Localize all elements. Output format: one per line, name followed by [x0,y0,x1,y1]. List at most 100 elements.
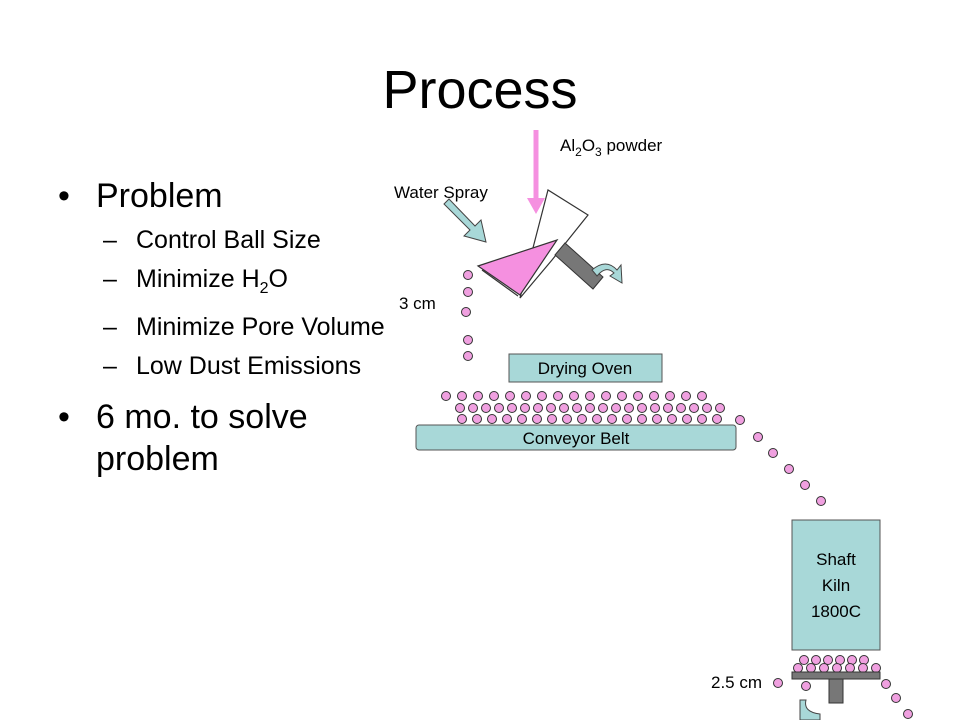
kiln-rotation-arrow-icon [799,699,821,720]
pellet-ball [784,464,794,474]
pellet-ball [823,655,833,665]
pellet-ball [753,432,763,442]
pellet-ball [507,403,517,413]
pellet-ball [649,391,659,401]
pellet-ball [903,709,913,719]
conveyor-belt-box [415,424,737,451]
sub-bullet-text: Control Ball Size [136,226,321,254]
sub-bullet-text-end: O [268,265,288,293]
pellet-ball [682,414,692,424]
pellet-ball [457,414,467,424]
pellet-ball [463,287,473,297]
pellet-ball [585,391,595,401]
pellet-ball [572,403,582,413]
bullet-timeline: • 6 mo. to solve problem [58,396,388,480]
sub-bullet-water: – Minimize H2O [58,264,388,304]
bullet-dot: • [58,398,70,436]
water-spray-label: Water Spray [394,183,488,202]
pellet-ball [650,403,660,413]
dash: – [103,313,117,341]
pellet-ball [652,414,662,424]
pellet-ball [665,391,675,401]
falling-balls [461,270,826,506]
pellet-ball [601,391,611,401]
ball-size-top-label: 3 cm [399,294,436,313]
pellet-ball [667,414,677,424]
water-spray-arrow-icon [443,198,487,243]
pellet-ball [532,414,542,424]
pellet-ball [637,414,647,424]
bullet-list: • Problem – Control Ball Size – Minimize… [58,175,388,480]
pellet-ball [546,403,556,413]
pellet-ball [681,391,691,401]
kiln-balls [793,655,881,673]
pellet-ball [799,655,809,665]
pellet-ball [611,403,621,413]
pellet-ball [489,391,499,401]
pellet-ball [624,403,634,413]
pellet-ball [547,414,557,424]
pellet-ball [663,403,673,413]
pellet-ball [819,663,829,673]
sub-bullet-text: Minimize Pore Volume [136,313,385,341]
pellet-ball [505,391,515,401]
sub-bullet-text: Low Dust Emissions [136,352,362,380]
pellet-ball [559,403,569,413]
pellet-ball [702,403,712,413]
pellet-ball [569,391,579,401]
pellet-ball [533,403,543,413]
pellet-ball [715,403,725,413]
drying-oven-box [508,353,663,383]
powder-label: Al2O3 powder [560,136,663,159]
powder-arrow-icon [527,130,545,214]
bullet-problem: • Problem [58,175,388,217]
pellet-ball [816,496,826,506]
pellet-ball [598,403,608,413]
pellet-ball [562,414,572,424]
dash: – [103,226,117,254]
pellet-ball [441,391,451,401]
bullet-problem-text: Problem [96,177,223,215]
conveyor-belt-label: Conveyor Belt [523,429,630,448]
pellet-ball [768,448,778,458]
dash: – [103,352,117,380]
sub-bullet-text: Minimize H [136,265,260,293]
pellet-ball [617,391,627,401]
sub-bullet-ball-size: – Control Ball Size [58,225,388,256]
pellet-ball [607,414,617,424]
pellet-ball [811,655,821,665]
drying-oven-label: Drying Oven [538,359,632,378]
pellet-ball [487,414,497,424]
pellet-ball [585,403,595,413]
pellet-ball [463,351,473,361]
pellet-ball [494,403,504,413]
kiln-discharge [791,671,881,720]
pellet-ball [891,693,901,703]
bullet-dot: • [58,177,70,215]
pellet-ball [697,391,707,401]
pellet-ball [521,391,531,401]
pelletizer-pan [476,189,623,299]
pellet-ball [793,663,803,673]
rotation-arrow-icon [591,263,623,284]
pellet-ball [806,663,816,673]
pellet-ball [676,403,686,413]
pellet-ball [697,414,707,424]
sub-bullet-dust: – Low Dust Emissions [58,351,388,382]
pellet-ball [553,391,563,401]
pellet-ball [502,414,512,424]
pellet-ball [472,414,482,424]
sub-bullet-pore-volume: – Minimize Pore Volume [58,312,388,343]
pellet-ball [457,391,467,401]
slide-title: Process [382,60,578,120]
pellet-ball [517,414,527,424]
pellet-ball [845,663,855,673]
pellet-ball [455,403,465,413]
kiln-label-line-2: Kiln [822,576,850,595]
pellet-ball [473,391,483,401]
pellet-ball [712,414,722,424]
pellet-ball [463,270,473,280]
pellet-ball [537,391,547,401]
conveyor-balls [441,391,725,424]
